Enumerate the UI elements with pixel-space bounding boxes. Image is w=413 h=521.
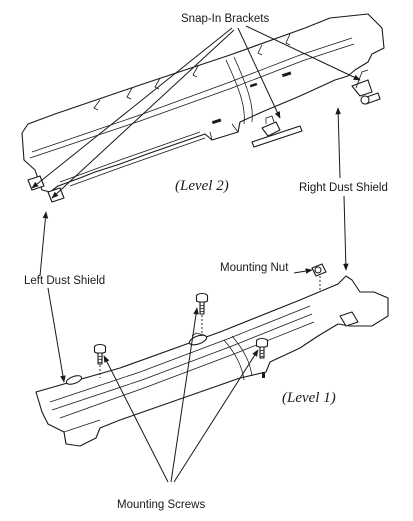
- snap-in-brackets-label: Snap-In Brackets: [181, 13, 269, 25]
- mounting-nut: [311, 263, 327, 290]
- level-1-shield-assembly: [35, 275, 389, 447]
- level-2-shield-assembly: [21, 13, 385, 193]
- snap-in-bracket-right: [351, 69, 373, 97]
- mounting-nut-label: Mounting Nut: [220, 262, 289, 274]
- mounting-screws-label: Mounting Screws: [117, 499, 205, 511]
- snap-in-bracket-center: [251, 115, 303, 148]
- mounting-screw-right: [255, 337, 269, 359]
- level-1-label: (Level 1): [282, 390, 336, 406]
- mounting-screw-left: [93, 343, 107, 378]
- leader-lines: [31, 25, 361, 483]
- left-dust-shield-label: Left Dust Shield: [24, 275, 105, 287]
- level-2-label: (Level 2): [175, 178, 229, 194]
- right-dust-shield-label: Right Dust Shield: [299, 182, 388, 194]
- mounting-screw-center: [195, 292, 209, 334]
- mounting-screw-small-right: [360, 92, 381, 105]
